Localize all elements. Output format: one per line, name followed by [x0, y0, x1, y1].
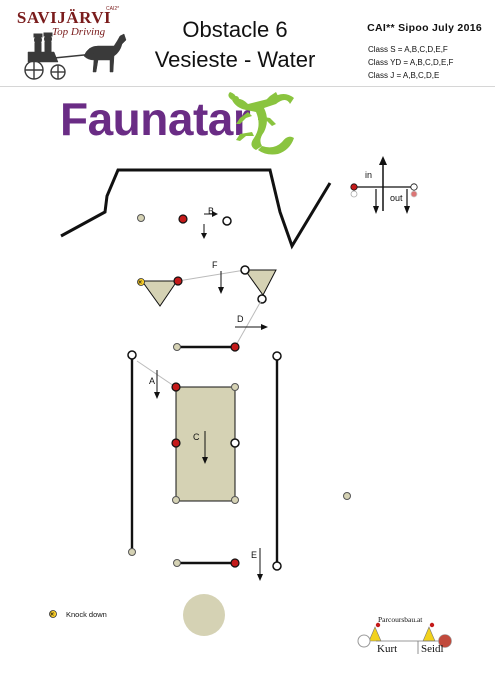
- course-designer-last-name: Seidl: [421, 643, 444, 655]
- carriage-logo-icon: [24, 32, 127, 80]
- in-out-direction-indicator: [350, 156, 418, 214]
- gate-d-label: D: [237, 314, 244, 324]
- header-divider: [0, 86, 495, 87]
- brand-superscript: CAI2*: [106, 6, 120, 12]
- brand-tagline: Top Driving: [52, 26, 106, 38]
- obstacle-subtitle: Vesieste - Water: [154, 47, 316, 72]
- gate-d: [173, 300, 268, 352]
- obstacle-title: Obstacle 6: [182, 17, 288, 42]
- gate-a-label: A: [149, 376, 155, 386]
- direction-in-label: in: [365, 170, 372, 180]
- gate-c-label: C: [193, 432, 200, 442]
- class-s-gates: Class S = A,B,C,D,E,F: [368, 45, 448, 54]
- round-obstacle: [183, 594, 225, 636]
- class-yd-gates: Class YD = A,B,C,D,E,F: [368, 58, 454, 67]
- marker-post: [343, 492, 351, 500]
- course-designer-url: Parcoursbau.at: [378, 615, 423, 624]
- course-designer-first-name: Kurt: [377, 643, 398, 655]
- svg-text:✳: ✳: [49, 611, 55, 619]
- gate-a: [136, 360, 175, 399]
- right-side-pole: [272, 351, 282, 571]
- knock-down-legend-icon: ✳: [49, 610, 57, 619]
- gate-e-label: E: [251, 550, 257, 560]
- class-j-gates: Class J = A,B,C,D,E: [368, 71, 440, 80]
- gate-f: ✳: [137, 265, 277, 307]
- gate-b-label: B: [208, 206, 214, 216]
- brand-name: SAVIJÄRVI: [16, 8, 112, 27]
- sponsor-name: Faunatar: [60, 93, 251, 145]
- knock-down-marker-icon: [137, 278, 145, 286]
- obstacle-boundary: [60, 168, 332, 250]
- gate-e: [173, 548, 263, 581]
- svg-text:✳: ✳: [137, 279, 143, 287]
- event-info: CAI** Sipoo July 2016: [367, 22, 482, 34]
- water-obstacle: [171, 382, 240, 504]
- left-side-pole: [127, 350, 137, 556]
- course-designer-logo-icon: [357, 622, 452, 654]
- gecko-icon: [228, 92, 294, 155]
- direction-out-label: out: [390, 193, 403, 203]
- gate-b: [137, 211, 232, 239]
- gate-f-label: F: [212, 260, 218, 270]
- knock-down-legend-label: Knock down: [66, 610, 107, 619]
